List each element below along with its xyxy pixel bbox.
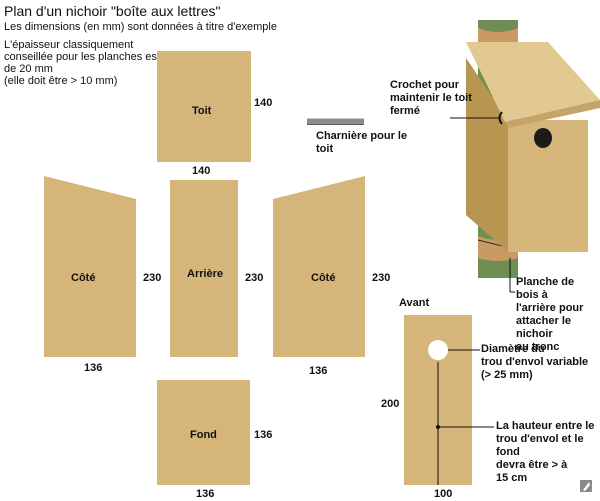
cote-right-label: Côté — [311, 272, 336, 284]
planche-note: Planche de bois à l'arrière pour attache… — [516, 276, 584, 353]
toit-height-dimension: 140 — [254, 97, 273, 109]
hauteur-note: La hauteur entre le trou d'envol et le f… — [496, 420, 595, 484]
signature-icon — [580, 480, 592, 492]
birdhouse-illustration — [450, 20, 600, 293]
arriere-label: Arrière — [187, 268, 224, 280]
page-title: Plan d'un nichoir "boîte aux lettres" — [4, 3, 221, 19]
cote-left-label: Côté — [71, 272, 96, 284]
fond-width-dimension: 136 — [196, 488, 215, 500]
arriere-height-dimension: 230 — [245, 272, 264, 284]
cote-left-panel — [44, 176, 136, 357]
fond-height-dimension: 136 — [254, 429, 273, 441]
hinge-bar — [307, 118, 364, 125]
avant-width-dimension: 100 — [434, 488, 453, 500]
thickness-note: L'épaisseur classiquement conseillée pou… — [4, 39, 160, 87]
cote-left-height-dimension: 230 — [143, 272, 162, 284]
avant-title: Avant — [399, 297, 430, 309]
box-entry-hole — [534, 128, 552, 148]
avant-height-dimension: 200 — [381, 398, 400, 410]
fond-panel — [157, 380, 250, 485]
arriere-panel — [170, 180, 238, 357]
toit-width-dimension: 140 — [192, 165, 211, 177]
cote-right-width-dimension: 136 — [309, 365, 328, 377]
diametre-note: Diamètre du trou d'envol variable (> 25 … — [481, 343, 589, 381]
box-roof — [466, 42, 600, 122]
fond-label: Fond — [190, 429, 217, 441]
toit-label: Toit — [192, 105, 212, 117]
entry-hole — [428, 340, 448, 360]
cote-right-height-dimension: 230 — [372, 272, 391, 284]
crochet-note: Crochet pour maintenir le toit fermé — [390, 79, 472, 117]
cote-left-width-dimension: 136 — [84, 362, 103, 374]
toit-panel — [157, 51, 251, 162]
hinge-label: Charnière pour le toit — [316, 130, 408, 155]
cote-right-panel — [273, 176, 365, 357]
page-subtitle: Les dimensions (en mm) sont données à ti… — [4, 21, 277, 33]
